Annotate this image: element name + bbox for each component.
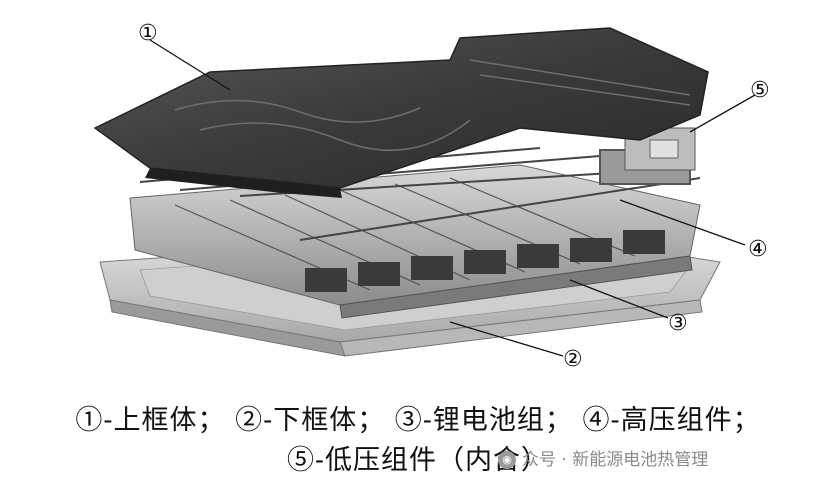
caption-line-1: ①-上框体； ②-下框体； ③-锂电池组； ④-高压组件； [75,405,761,436]
callout-4: ④ [748,237,768,262]
wechat-icon: ◉ [498,451,516,469]
watermark-text: 众号 · 新能源电池热管理 [522,450,709,470]
watermark: ◉ 众号 · 新能源电池热管理 [498,445,708,470]
leader-lines [149,39,756,357]
callout-5: ⑤ [750,78,770,103]
callout-1: ① [138,21,158,46]
callout-3: ③ [668,311,688,336]
callout-2: ② [563,347,583,372]
caption-line-2: ⑤-低压组件（内含） [286,445,550,476]
upper-frame [93,27,709,198]
battery-pack-exploded-diagram: ① ② ③ ④ ⑤ [93,21,770,372]
